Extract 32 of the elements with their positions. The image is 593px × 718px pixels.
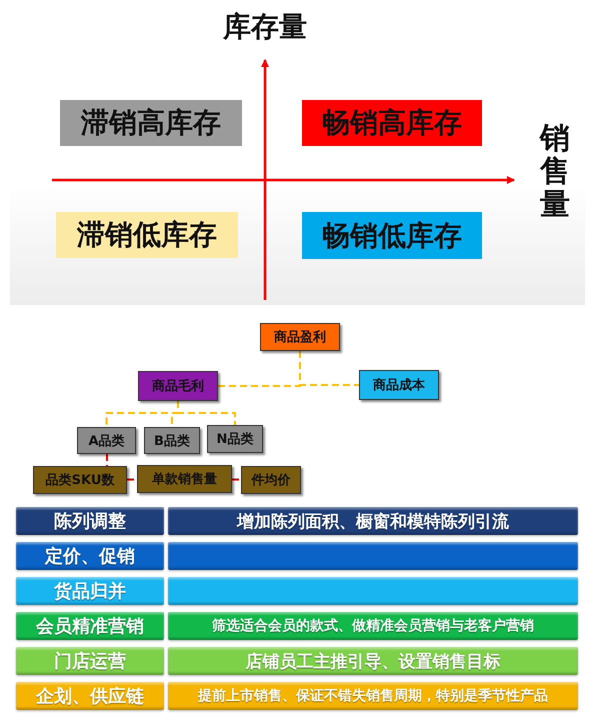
table-row-bar: 店铺员工主推引导、设置销售目标 — [168, 647, 578, 675]
tree-box: 商品毛利 — [138, 371, 218, 401]
tree-box: 品类SKU数 — [33, 466, 127, 494]
tree-box: 商品盈利 — [260, 323, 340, 351]
tree-box: 商品成本 — [359, 370, 439, 400]
table-row-bar: 增加陈列面积、橱窗和模特陈列引流 — [168, 507, 578, 535]
connector-line — [127, 478, 137, 480]
tree-box: 单款销售量 — [137, 465, 232, 493]
tree-box: N品类 — [207, 425, 263, 453]
empty-bar — [168, 577, 578, 605]
quadrant-label: 畅销低库存 — [302, 212, 482, 259]
table-row-label: 定价、促销 — [16, 542, 164, 570]
empty-bar — [168, 542, 578, 570]
axis-title: 库存量 — [222, 9, 308, 45]
connector-line — [232, 478, 241, 480]
table-row-bar: 筛选适合会员的款式、做精准会员营销与老客户营销 — [168, 612, 578, 640]
table-row-label: 门店运营 — [16, 647, 164, 675]
connector-line — [299, 351, 359, 386]
tree-box: B品类 — [144, 427, 200, 454]
axis-title: 销售量 — [540, 122, 570, 221]
table-row-label: 陈列调整 — [16, 507, 164, 535]
quadrant-label: 滞销高库存 — [60, 100, 242, 146]
connector-line — [106, 454, 108, 466]
table-row-label: 货品归并 — [16, 577, 164, 605]
connector-line — [177, 401, 236, 425]
table-row-label: 企划、供应链 — [16, 682, 164, 710]
tree-box: A品类 — [77, 427, 136, 454]
table-row-bar: 提前上市销售、保证不错失销售周期，特别是季节性产品 — [168, 682, 578, 710]
quadrant-label: 滞销低库存 — [56, 212, 238, 258]
table-row-label: 会员精准营销 — [16, 612, 164, 640]
tree-box: 件均价 — [241, 466, 301, 494]
quadrant-label: 畅销高库存 — [302, 100, 482, 146]
